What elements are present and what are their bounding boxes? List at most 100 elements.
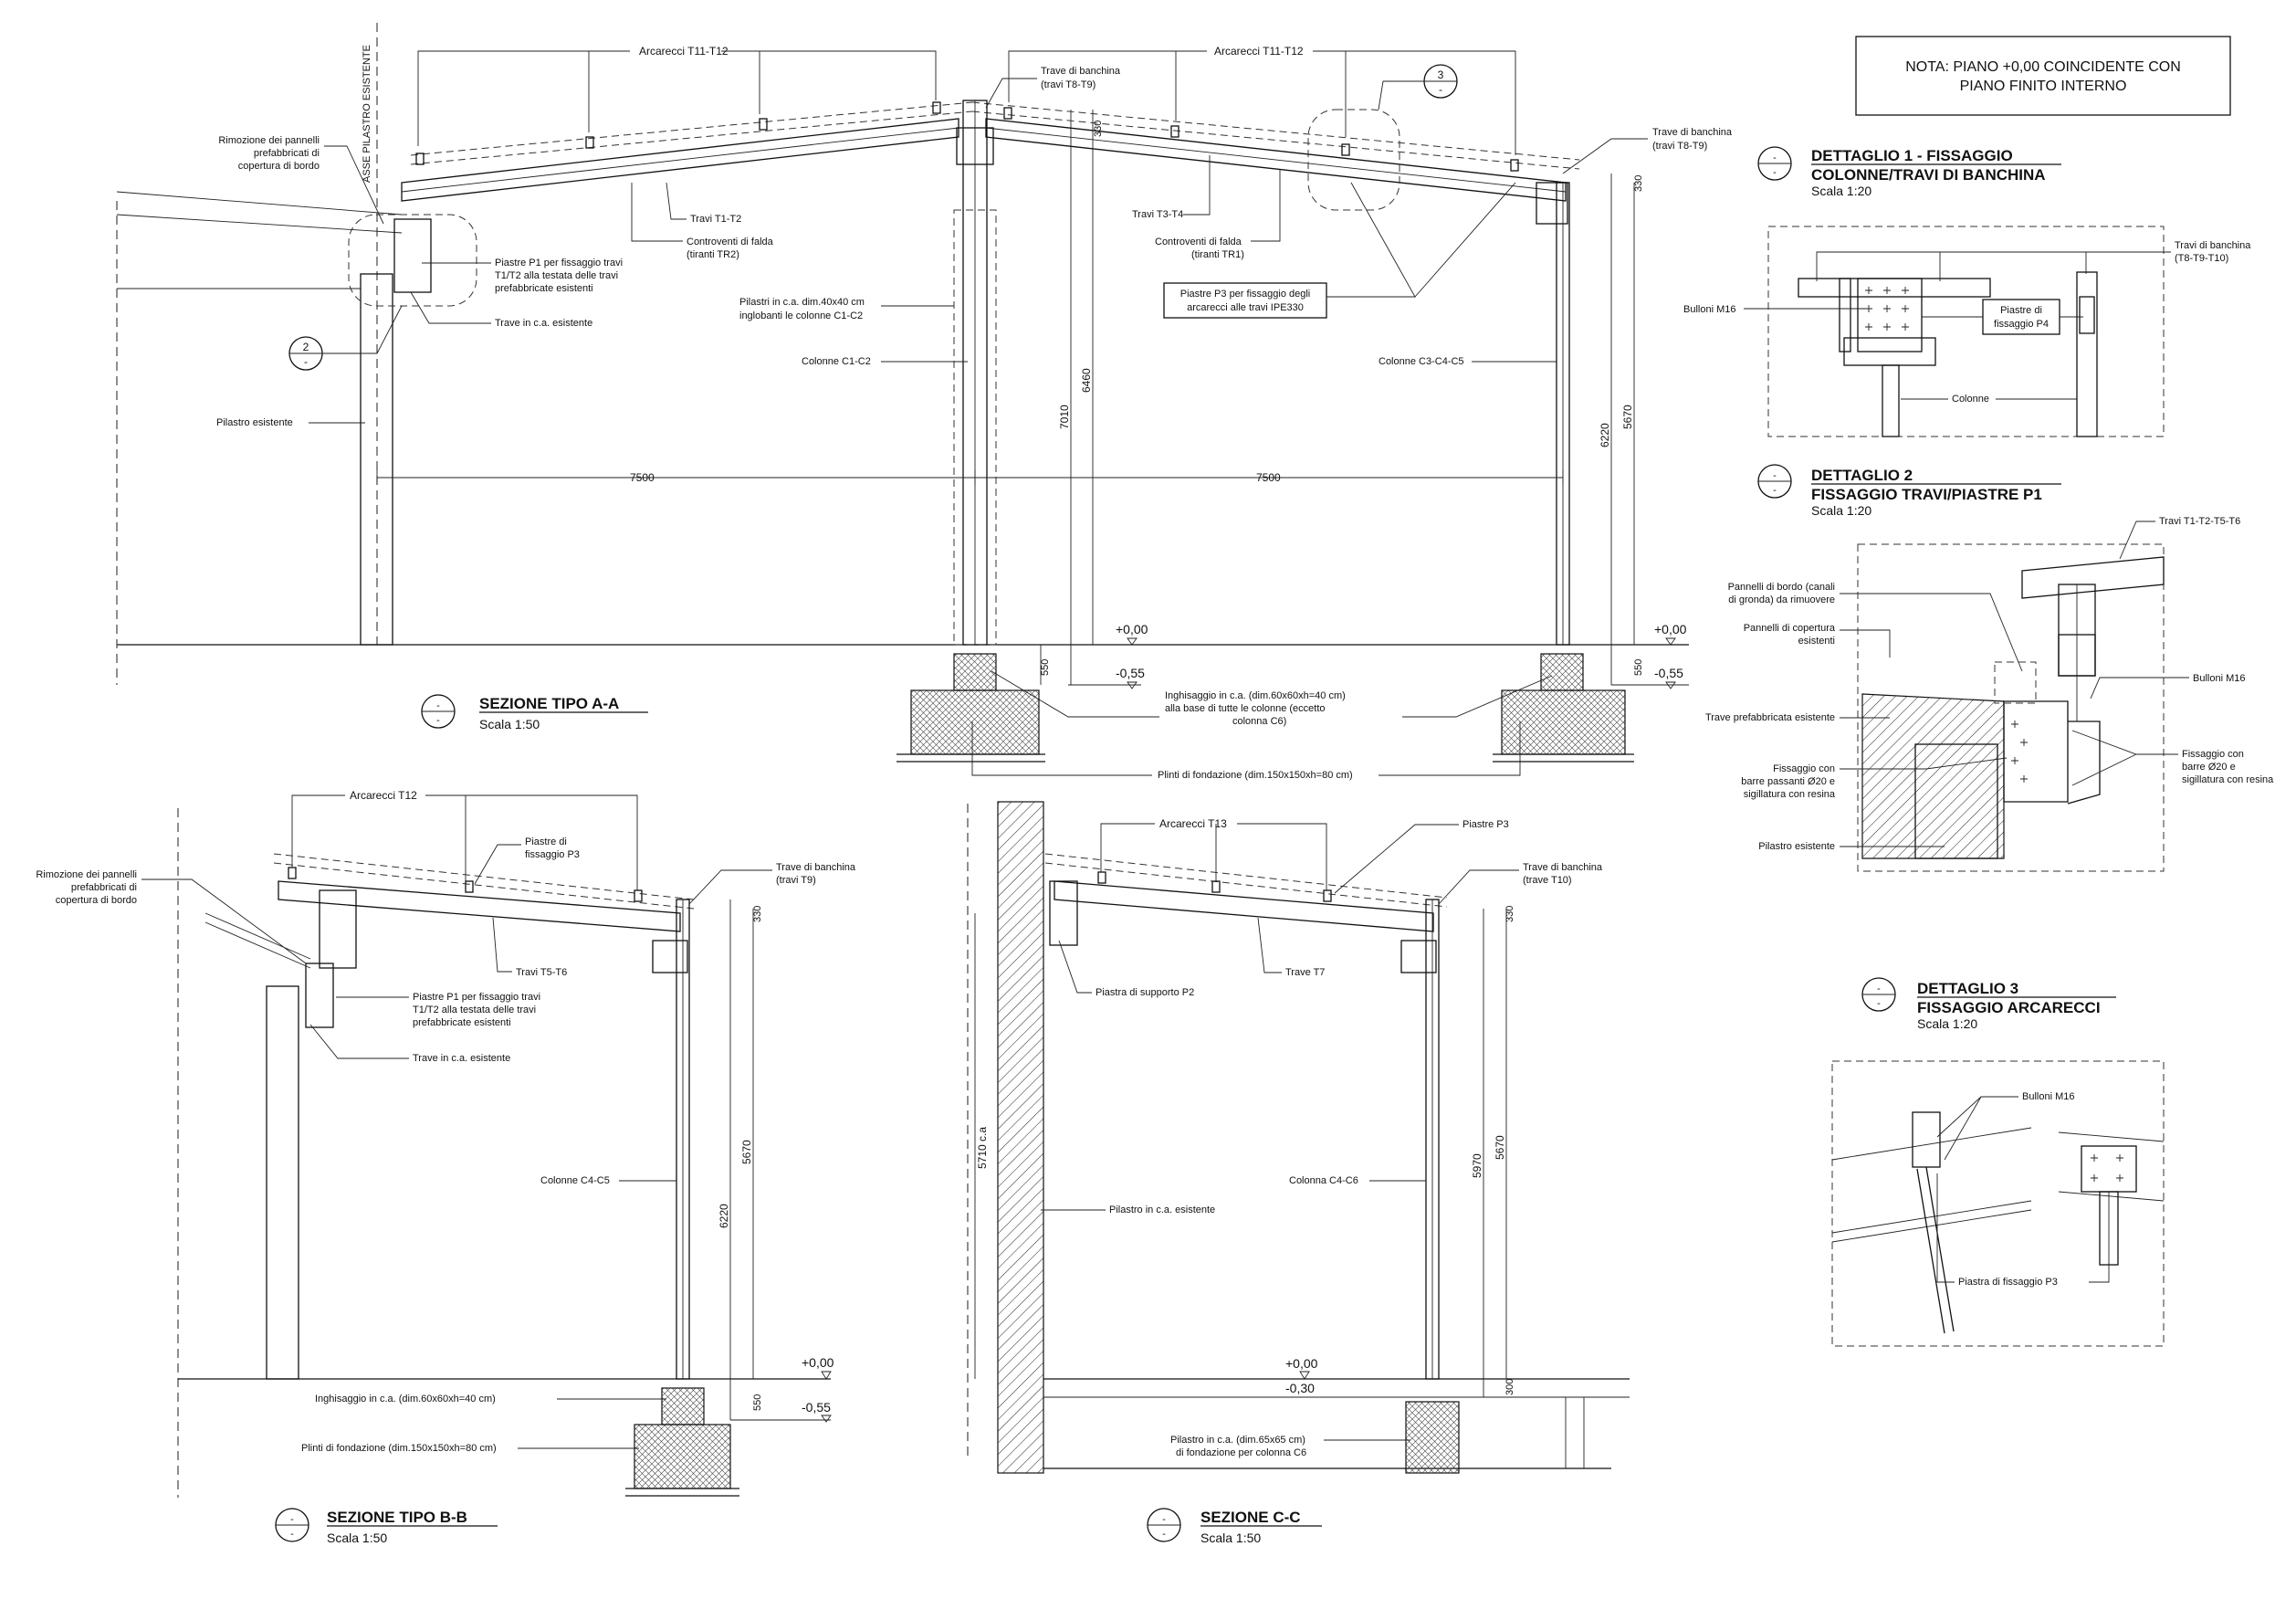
label-trave-banchina-right-1: Trave di banchina bbox=[1652, 127, 1733, 138]
level-000-center: +0,00 bbox=[1116, 622, 1148, 636]
label-controventi-left-2: (tiranti TR2) bbox=[687, 249, 739, 260]
grouting-center bbox=[953, 653, 997, 691]
rafter-right bbox=[985, 118, 1567, 202]
section-aa-scale: Scala 1:50 bbox=[479, 717, 540, 731]
detail-2-travi: Travi T1-T2-T5-T6 bbox=[2159, 516, 2240, 527]
note-line-2: PIANO FINITO INTERNO bbox=[1960, 79, 2127, 94]
cc-dim-330: 330 bbox=[1504, 906, 1515, 922]
section-bb: 6220 5670 330 550 +0,00 -0,55 Arcarecci … bbox=[36, 789, 856, 1545]
existing-roof-line-2 bbox=[116, 214, 403, 234]
bb-dim-330: 330 bbox=[752, 906, 763, 922]
bb-label-piastre-2: fissaggio P3 bbox=[525, 849, 580, 860]
label-rimozione-2: prefabbricati di bbox=[254, 148, 320, 159]
detail-2-fissaggio-left-2: barre passanti Ø20 e bbox=[1741, 776, 1835, 787]
level-000-right: +0,00 bbox=[1654, 622, 1687, 636]
dim-6460: 6460 bbox=[1080, 368, 1093, 393]
section-aa: ASSE PILASTRO ESISTENTE bbox=[116, 23, 1733, 781]
detail-2-title-2: FISSAGGIO TRAVI/PIASTRE P1 bbox=[1811, 486, 2042, 503]
detail-1-title-1: DETTAGLIO 1 - FISSAGGIO bbox=[1811, 147, 2013, 164]
detail-1-bulloni: Bulloni M16 bbox=[1683, 304, 1735, 315]
label-rimozione-3: copertura di bordo bbox=[238, 161, 320, 172]
svg-text:-: - bbox=[1773, 470, 1777, 481]
detail-3-piastra-p3: Piastra di fissaggio P3 bbox=[1958, 1277, 2058, 1288]
dim-550-right: 550 bbox=[1633, 659, 1644, 676]
note-box: NOTA: PIANO +0,00 COINCIDENTE CON PIANO … bbox=[1855, 36, 2231, 116]
axis-label: ASSE PILASTRO ESISTENTE bbox=[362, 45, 372, 183]
detail-2-fissaggio-left-1: Fissaggio con bbox=[1773, 763, 1835, 774]
bb-label-rimozione-1: Rimozione dei pannelli bbox=[36, 869, 137, 880]
detail-2-bulloni: Bulloni M16 bbox=[2193, 673, 2245, 684]
label-piastre-p1-2: T1/T2 alla testata delle travi bbox=[495, 270, 618, 281]
bb-level-055: -0,55 bbox=[802, 1400, 831, 1415]
dim-6220: 6220 bbox=[1599, 423, 1611, 447]
dim-330-top: 330 bbox=[1093, 121, 1104, 137]
label-piastre-p3-2: arcarecci alle travi IPE330 bbox=[1187, 302, 1304, 313]
cc-dim-5670: 5670 bbox=[1494, 1135, 1506, 1160]
bb-label-inghisaggio: Inghisaggio in c.a. (dim.60x60xh=40 cm) bbox=[315, 1394, 496, 1404]
note-line-1: NOTA: PIANO +0,00 COINCIDENTE CON bbox=[1905, 59, 2181, 75]
label-trave-banchina-top-2: (travi T8-T9) bbox=[1041, 79, 1096, 90]
svg-text:-: - bbox=[1162, 1529, 1166, 1540]
cc-label-arcarecci: Arcarecci T13 bbox=[1159, 817, 1227, 830]
bb-label-piastre-p1-1: Piastre P1 per fissaggio travi bbox=[413, 992, 540, 1003]
section-bb-scale: Scala 1:50 bbox=[327, 1531, 387, 1545]
detail-1-travi-banchina-2: (T8-T9-T10) bbox=[2175, 253, 2228, 264]
detail-2-fissaggio-right-1: Fissaggio con bbox=[2182, 749, 2244, 760]
existing-pillar-aa bbox=[360, 273, 393, 646]
callout-3-sub: - bbox=[1439, 83, 1442, 96]
detail-2: - - DETTAGLIO 2 FISSAGGIO TRAVI/PIASTRE … bbox=[1705, 464, 2274, 872]
label-inghisaggio-3: colonna C6) bbox=[1232, 716, 1286, 727]
cc-level-000: +0,00 bbox=[1285, 1356, 1318, 1371]
dim-7010: 7010 bbox=[1058, 405, 1071, 429]
existing-beam-head bbox=[393, 218, 432, 293]
purlins-left bbox=[415, 101, 941, 165]
detail-2-callout-area bbox=[348, 214, 477, 307]
purlins-cc bbox=[1097, 871, 1332, 902]
detail-1-title-2: COLONNE/TRAVI DI BANCHINA bbox=[1811, 166, 2046, 184]
dim-7500-left: 7500 bbox=[630, 471, 655, 484]
svg-text:-: - bbox=[1877, 984, 1881, 994]
bb-label-plinti: Plinti di fondazione (dim.150x150xh=80 c… bbox=[301, 1443, 497, 1454]
label-plinti: Plinti di fondazione (dim.150x150xh=80 c… bbox=[1158, 770, 1353, 781]
cc-label-trave-banchina-2: (trave T10) bbox=[1523, 875, 1572, 886]
detail-3-bulloni: Bulloni M16 bbox=[2022, 1091, 2074, 1102]
label-piastre-p1-3: prefabbricate esistenti bbox=[495, 283, 593, 294]
cc-dim-5970: 5970 bbox=[1471, 1153, 1483, 1178]
label-trave-ca: Trave in c.a. esistente bbox=[495, 318, 592, 329]
detail-3-callout-area bbox=[1307, 109, 1400, 211]
bb-label-piastre-p1-2: T1/T2 alla testata delle travi bbox=[413, 1005, 536, 1015]
footing-right bbox=[1501, 689, 1626, 755]
dim-330-right: 330 bbox=[1633, 175, 1644, 192]
section-aa-title: SEZIONE TIPO A-A bbox=[479, 695, 619, 712]
concrete-encasement bbox=[953, 209, 997, 646]
existing-roof-line bbox=[116, 191, 403, 216]
cc-level-030: -0,30 bbox=[1285, 1381, 1315, 1395]
callout-3-num: 3 bbox=[1438, 68, 1444, 81]
svg-text:-: - bbox=[436, 700, 440, 711]
label-arcarecci-right: Arcarecci T11-T12 bbox=[1214, 45, 1304, 58]
svg-text:-: - bbox=[1162, 1514, 1166, 1525]
bb-dim-5670: 5670 bbox=[740, 1140, 753, 1164]
svg-text:-: - bbox=[290, 1514, 294, 1525]
bb-label-arcarecci: Arcarecci T12 bbox=[350, 789, 417, 802]
svg-text:-: - bbox=[1773, 167, 1777, 178]
detail-1-travi-banchina-1: Travi di banchina bbox=[2175, 240, 2251, 251]
callout-2-num: 2 bbox=[303, 341, 309, 353]
dim-550-left: 550 bbox=[1040, 659, 1051, 676]
section-bb-title: SEZIONE TIPO B-B bbox=[327, 1509, 467, 1526]
bb-dim-550: 550 bbox=[752, 1394, 763, 1411]
cc-label-piastre-p3: Piastre P3 bbox=[1463, 819, 1509, 830]
level-055-right: -0,55 bbox=[1654, 666, 1683, 680]
cc-label-trave-banchina-1: Trave di banchina bbox=[1523, 862, 1603, 873]
label-colonne-c1-c2: Colonne C1-C2 bbox=[802, 356, 871, 367]
detail-3: - - DETTAGLIO 3 FISSAGGIO ARCARECCI Scal… bbox=[1831, 977, 2165, 1347]
bb-label-travi-t5-t6: Travi T5-T6 bbox=[516, 967, 567, 978]
cc-dim-300: 300 bbox=[1504, 1379, 1515, 1395]
label-inghisaggio-1: Inghisaggio in c.a. (dim.60x60xh=40 cm) bbox=[1165, 690, 1346, 701]
section-cc-scale: Scala 1:50 bbox=[1200, 1531, 1261, 1545]
detail-2-title-1: DETTAGLIO 2 bbox=[1811, 467, 1913, 484]
cc-label-colonna: Colonna C4-C6 bbox=[1289, 1175, 1358, 1186]
bb-label-rimozione-3: copertura di bordo bbox=[56, 895, 137, 906]
foundation-pillar-cc bbox=[1405, 1401, 1460, 1474]
